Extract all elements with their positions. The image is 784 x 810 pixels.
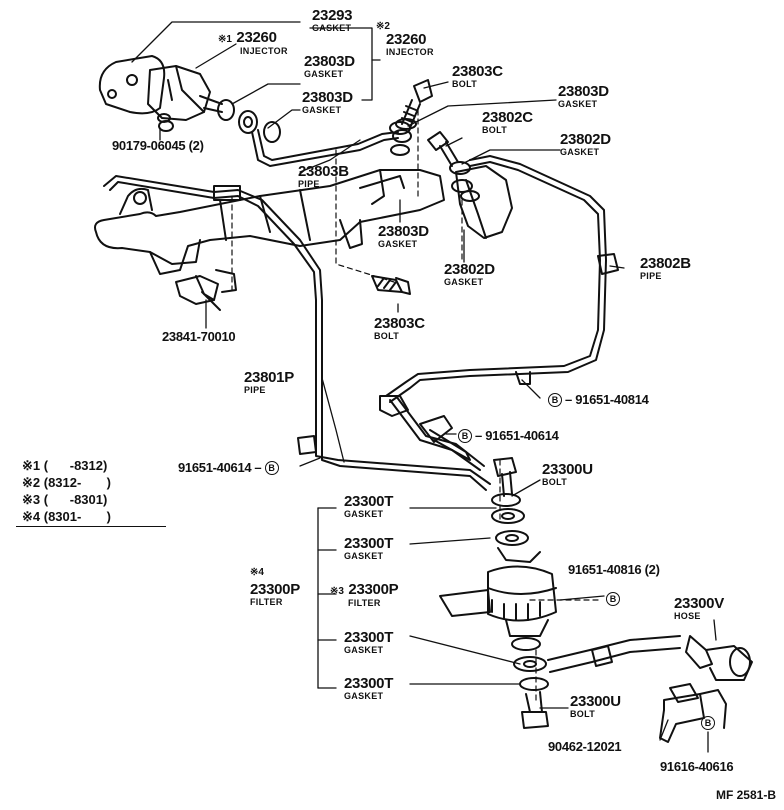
bref-4: 91651-40816 (2) bbox=[568, 562, 660, 577]
label-23300T-4: 23300T GASKET bbox=[344, 675, 394, 701]
legend: ※1 ( -8312) ※2 (8312- ) ※3 ( -8301) ※4 (… bbox=[22, 457, 111, 525]
label-23803C-top: 23803C BOLT bbox=[452, 63, 503, 89]
pipe-23801P bbox=[103, 175, 491, 491]
label-23293: 23293 GASKET bbox=[312, 7, 353, 33]
b-ref-circle: B bbox=[701, 716, 715, 730]
bref-2: B – 91651-40614 bbox=[458, 428, 559, 443]
bref-3: 91651-40614 – B bbox=[178, 460, 279, 475]
b-ref-circle: B bbox=[458, 428, 472, 443]
label-23300T-2: 23300T GASKET bbox=[344, 535, 394, 561]
label-23841: 23841-70010 bbox=[162, 329, 236, 344]
label-23260-injector-1: ※1 23260 INJECTOR bbox=[218, 29, 288, 56]
label-90179: 90179-06045 (2) bbox=[112, 138, 204, 153]
label-23802B: 23802B PIPE bbox=[640, 255, 691, 281]
b-ref-circle: B bbox=[548, 392, 562, 407]
bolt-23803C-top bbox=[395, 79, 433, 130]
label-23300U-bottom: 23300U BOLT bbox=[570, 693, 621, 719]
label-23803C-bottom: 23803C BOLT bbox=[374, 315, 425, 341]
label-23300T-3: 23300T GASKET bbox=[344, 629, 394, 655]
cold-start-body bbox=[451, 165, 513, 239]
label-23803D-2: 23803D GASKET bbox=[302, 89, 353, 115]
label-23300P-3: ※3 23300P FILTER bbox=[330, 581, 399, 608]
label-23803D-1: 23803D GASKET bbox=[304, 53, 355, 79]
label-23300V: 23300V HOSE bbox=[674, 595, 724, 621]
label-23803D-4: 23803D GASKET bbox=[378, 223, 429, 249]
legend-rule bbox=[16, 526, 166, 527]
label-23300U-top: 23300U BOLT bbox=[542, 461, 593, 487]
bref-4-circle: B bbox=[606, 592, 620, 606]
b-ref-circle: B bbox=[606, 592, 620, 606]
legend-row: ※4 (8301- ) bbox=[22, 509, 111, 524]
intake-manifold bbox=[94, 169, 445, 275]
bolt-23802C bbox=[427, 131, 471, 175]
clamp-23841 bbox=[175, 269, 237, 311]
legend-row: ※3 ( -8301) bbox=[22, 492, 108, 507]
bracket-bottom bbox=[659, 683, 727, 743]
label-23801P: 23801P PIPE bbox=[244, 369, 294, 395]
label-23802C: 23802C BOLT bbox=[482, 109, 533, 135]
leader-lines bbox=[131, 21, 717, 753]
bref-5: B bbox=[701, 716, 715, 730]
label-23802D-2: 23802D GASKET bbox=[444, 261, 495, 287]
legend-row: ※1 ( -8312) bbox=[22, 458, 108, 473]
hose-23300V bbox=[685, 635, 753, 681]
pipe-23803B bbox=[251, 121, 412, 167]
label-23260-injector-2: ※2 23260 INJECTOR bbox=[376, 21, 434, 57]
diagram-code: MF 2581-B bbox=[715, 788, 776, 802]
label-23300T-1: 23300T GASKET bbox=[344, 493, 394, 519]
label-90462: 90462-12021 bbox=[548, 739, 622, 754]
legend-row: ※2 (8312- ) bbox=[22, 475, 111, 490]
pipe-23802B bbox=[379, 155, 619, 417]
b-ref-circle: B bbox=[264, 460, 279, 475]
label-23803B: 23803B PIPE bbox=[298, 163, 349, 189]
label-91616: 91616-40616 bbox=[660, 759, 734, 774]
bref-1: B – 91651-40814 bbox=[548, 392, 649, 407]
label-23803D-3: 23803D GASKET bbox=[558, 83, 609, 109]
bolt-23803C-bottom bbox=[371, 275, 411, 295]
label-23802D-1: 23802D GASKET bbox=[560, 131, 611, 157]
fuel-filter-stack bbox=[439, 457, 681, 729]
injector-assembly bbox=[98, 55, 281, 143]
label-23300P-4: ※4 23300P FILTER bbox=[250, 567, 300, 607]
dashed-guides bbox=[231, 109, 601, 701]
